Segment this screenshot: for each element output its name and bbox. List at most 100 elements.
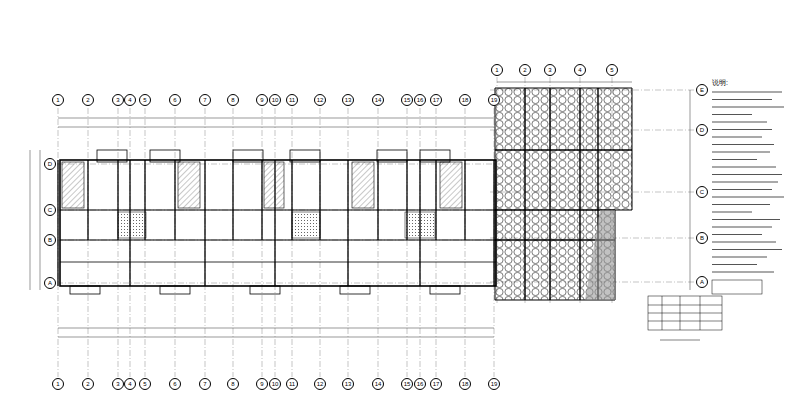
axis-number: 4 [578,67,581,73]
axis-line [145,108,146,377]
wall [87,160,88,240]
axis-number: 17 [433,97,440,103]
axis-bubble: 8 [227,94,239,106]
note-line [712,151,770,152]
axis-number: B [48,237,52,243]
axis-line [88,108,89,377]
note-line [712,189,772,190]
axis-bubble: 15 [401,378,413,390]
axis-bubble: A [696,276,708,288]
axis-bubble: 18 [459,94,471,106]
note-line [712,99,772,100]
axis-bubble: E [696,84,708,96]
axis-line [233,108,234,377]
axis-line [175,108,176,377]
axis-bubble: 17 [430,94,442,106]
axis-number: D [48,161,52,167]
axis-bubble: 19 [488,94,500,106]
axis-line [292,108,293,377]
note-line [712,234,762,235]
axis-bubble: 6 [169,378,181,390]
axis-bubble: 1 [52,378,64,390]
axis-line [420,108,421,377]
axis-number: 12 [317,381,324,387]
axis-bubble: 5 [606,64,618,76]
axis-number: 2 [523,67,526,73]
note-line [712,196,784,197]
axis-line [550,77,551,305]
axis-bubble: 1 [52,94,64,106]
axis-bubble: 2 [82,94,94,106]
axis-bubble: 4 [574,64,586,76]
axis-line [130,108,131,377]
axis-bubble: B [696,232,708,244]
axis-bubble: 14 [372,94,384,106]
wall [174,160,175,240]
axis-bubble: 10 [269,94,281,106]
wall [493,160,494,286]
note-line [712,241,776,242]
axis-number: A [48,280,52,286]
axis-bubble: 2 [519,64,531,76]
note-line [712,204,770,205]
axis-number: 14 [375,97,382,103]
axis-number: 13 [345,97,352,103]
axis-number: 7 [203,381,206,387]
axis-bubble: 10 [269,378,281,390]
axis-number: 4 [128,381,131,387]
axis-number: 3 [116,97,119,103]
axis-line [407,108,408,377]
axis-number: 1 [56,381,59,387]
note-line [712,219,780,220]
walls [58,160,494,286]
axis-bubble: C [696,186,708,198]
axis-line [57,210,500,211]
axis-line [57,283,500,284]
wall [204,160,205,286]
axis-bubble: B [44,234,56,246]
note-line [712,136,762,137]
note-line [712,249,782,250]
note-line [712,129,772,130]
note-line [712,166,776,167]
axis-bubble: 9 [256,378,268,390]
axis-bubble: 5 [139,378,151,390]
notes-heading: 说明: [712,78,728,88]
note-line [712,91,782,92]
axis-bubble: 7 [199,378,211,390]
axis-number: 7 [203,97,206,103]
axis-bubble: 8 [227,378,239,390]
axis-bubble: 3 [544,64,556,76]
wall [377,160,378,240]
axis-number: 17 [433,381,440,387]
axis-number: 6 [173,381,176,387]
axis-number: 5 [143,97,146,103]
axis-bubble: 12 [314,94,326,106]
axis-number: 10 [272,97,279,103]
axis-bubble: 9 [256,94,268,106]
axis-bubble: 19 [488,378,500,390]
axis-bubble: 5 [139,94,151,106]
axis-bubble: 7 [199,94,211,106]
axis-bubble: 12 [314,378,326,390]
axis-bubble: 16 [414,94,426,106]
axis-bubble: 13 [342,378,354,390]
axis-bubble: 4 [124,378,136,390]
note-line [712,106,784,107]
axis-number: 8 [231,97,234,103]
axis-line [580,77,581,305]
axis-number: 18 [462,381,469,387]
axis-number: D [700,127,704,133]
axis-bubble: D [696,124,708,136]
note-line [712,159,757,160]
axis-bubble: 16 [414,378,426,390]
note-line [712,121,767,122]
axis-bubble: 6 [169,94,181,106]
axis-number: 19 [491,381,498,387]
axis-line [320,108,321,377]
axis-number: 11 [289,381,295,387]
axis-number: B [700,235,704,241]
axis-bubble: 15 [401,94,413,106]
axis-number: 14 [375,381,382,387]
